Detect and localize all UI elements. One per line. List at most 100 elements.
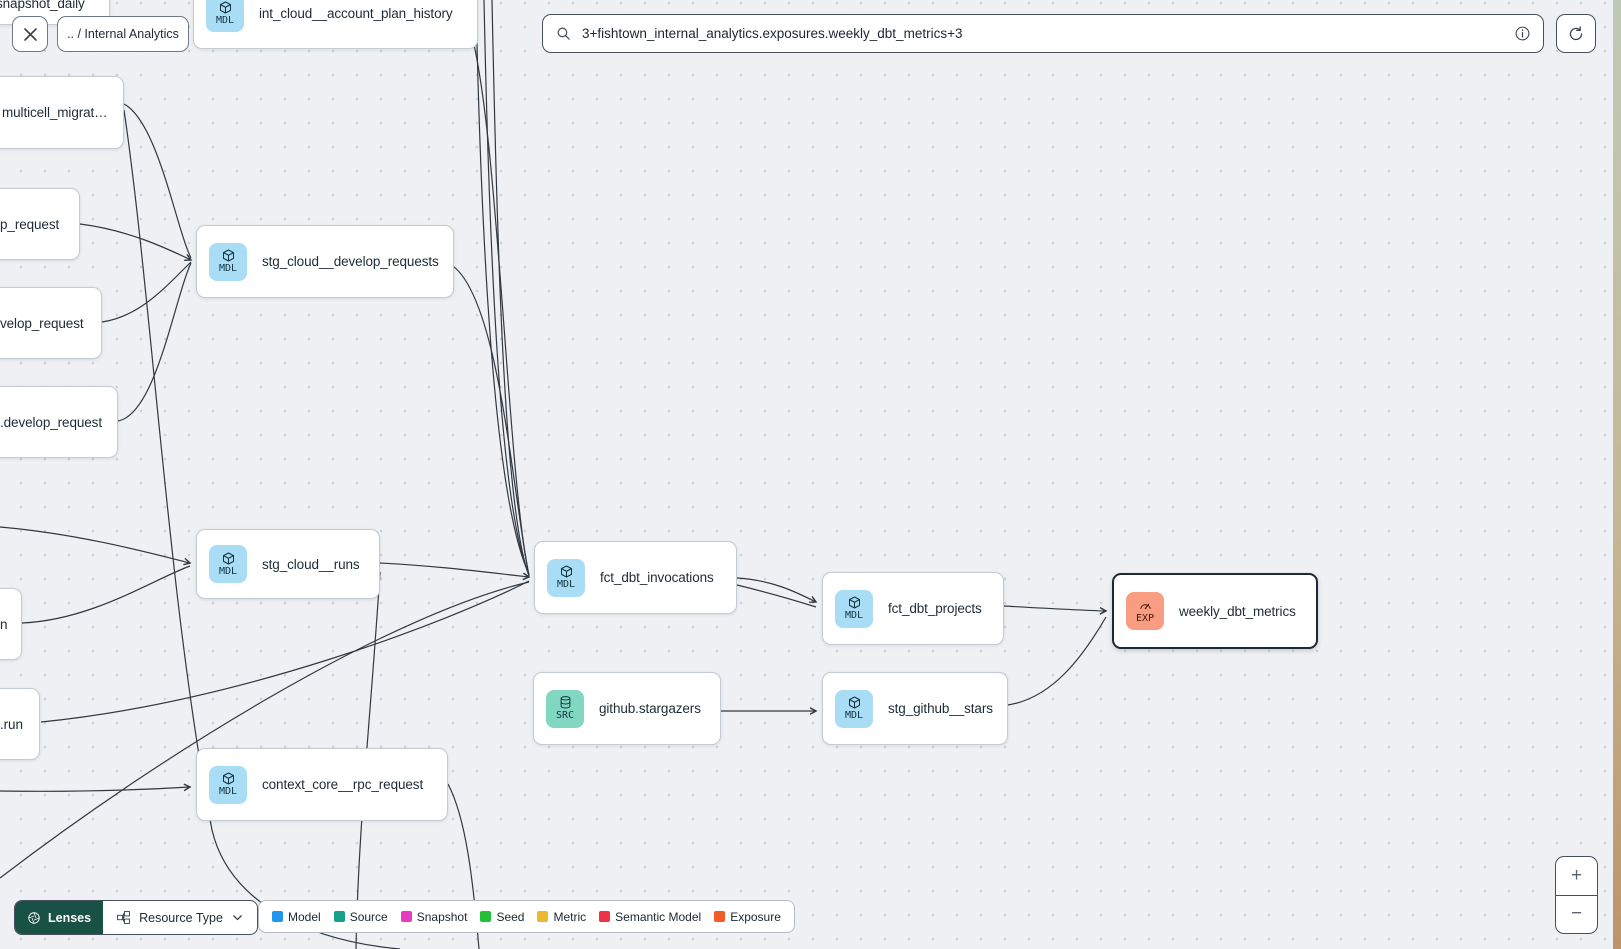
node-run-node[interactable]: MDL.run [0,688,40,760]
model-badge: MDL [209,545,247,583]
node-label: fct_dbt_invocations [600,570,714,585]
node-label: github.stargazers [599,701,701,716]
edge [40,580,530,723]
edge [0,581,530,879]
edge [491,0,530,577]
edge [79,223,193,262]
refresh-button[interactable] [1556,14,1596,53]
node-label: stg_cloud__runs [262,556,360,572]
resource-type-label: Resource Type [139,910,223,925]
model-badge: MDL [209,242,247,281]
legend-swatch [714,911,726,922]
edge [0,783,192,792]
edge [736,577,818,603]
edge [117,262,192,422]
node-p-request[interactable]: MDLp_request [0,188,80,260]
cube-icon [218,0,233,15]
breadcrumb[interactable]: .. / Internal Analytics [57,16,189,52]
legend-label: Metric [553,909,587,924]
badge-type-label: SRC [555,710,575,722]
node-label: weekly_dbt_metrics [1179,603,1296,619]
resource-type-dropdown[interactable]: Resource Type [103,901,257,934]
legend-swatch [400,911,412,922]
node-stg-cloud-runs[interactable]: MDL stg_cloud__runs [196,529,380,599]
aperture-icon [28,911,40,924]
model-badge: MDL [835,689,873,728]
edge [123,103,192,259]
lenses-label: Lenses [48,910,92,925]
legend-label: Exposure [730,909,781,924]
model-badge: MDL [835,589,873,628]
info-icon[interactable] [1514,25,1531,42]
node-snapshot-daily[interactable]: MDLsnapshot_daily [0,0,110,25]
close-icon [23,27,37,41]
node-label: int_cloud__account_plan_history [259,5,453,21]
edge [101,261,192,323]
chevron-down-icon [233,915,242,921]
node-int-cloud-account-plan-history[interactable]: MDL int_cloud__account_plan_history [193,0,478,49]
node-n-node[interactable]: MDLn [0,588,22,660]
edge [736,584,817,608]
node-label: .develop_request [0,414,102,430]
node-develop-request[interactable]: MDL.develop_request [0,386,118,458]
badge-type-label: MDL [844,710,864,722]
edge [21,565,191,624]
legend-swatch [599,911,611,922]
plus-icon: + [1570,864,1583,886]
edge [464,13,530,576]
node-label: stg_github__stars [888,701,993,716]
node-fct-dbt-invocations[interactable]: MDL fct_dbt_invocations [534,541,737,614]
search-icon [557,27,570,40]
node-stg-github-stars[interactable]: MDL stg_github__stars [822,672,1008,745]
legend-swatch [537,911,549,922]
edge [1003,605,1108,615]
badge-type-label: MDL [218,565,238,577]
search-bar[interactable]: 3+fishtown_internal_analytics.exposures.… [542,14,1544,53]
node-label: snapshot_daily [0,0,85,11]
legend-label: Seed [496,909,525,924]
cube-icon [847,595,862,610]
badge-type-label: MDL [218,786,238,798]
zoom-in-button[interactable]: + [1556,857,1597,895]
legend-label: Snapshot [416,909,468,924]
legend-swatch [333,911,345,922]
legend-label: Model [288,909,321,924]
close-button[interactable] [12,16,48,52]
edge [475,0,530,575]
model-badge: MDL [206,0,244,32]
lenses-button[interactable]: Lenses [15,901,104,934]
cube-icon [221,551,236,566]
edge [379,562,531,581]
badge-type-label: MDL [556,579,576,591]
database-icon [558,695,573,710]
node-github-stargazers[interactable]: SRC github.stargazers [533,672,721,745]
node-velop-request[interactable]: MDLvelop_request [0,287,102,359]
node-multicell-migrat[interactable]: MDLmulticell_migrat… [0,76,124,149]
node-weekly-dbt-metrics[interactable]: EXP weekly_dbt_metrics [1112,573,1318,649]
legend-item-model: Model [272,910,321,924]
legend-label: Source [349,909,388,924]
cube-icon [559,564,574,579]
source-badge: SRC [546,689,584,728]
badge-type-label: EXP [1135,612,1155,624]
screen-edge-sliver [1613,0,1621,949]
node-label: p_request [0,216,60,232]
cube-icon [221,771,236,786]
resource-type-icon [117,911,130,924]
legend-item-metric: Metric [537,910,586,924]
badge-type-label: MDL [215,14,235,26]
node-label: multicell_migrat… [2,105,108,120]
zoom-out-button[interactable]: − [1556,894,1597,934]
edge [483,0,530,576]
badge-type-label: MDL [844,610,864,622]
zoom-controls: + − [1555,856,1598,934]
node-label: velop_request [0,315,84,331]
search-input[interactable]: 3+fishtown_internal_analytics.exposures.… [582,26,963,41]
refresh-icon [1569,25,1583,40]
legend-swatch [480,911,492,922]
